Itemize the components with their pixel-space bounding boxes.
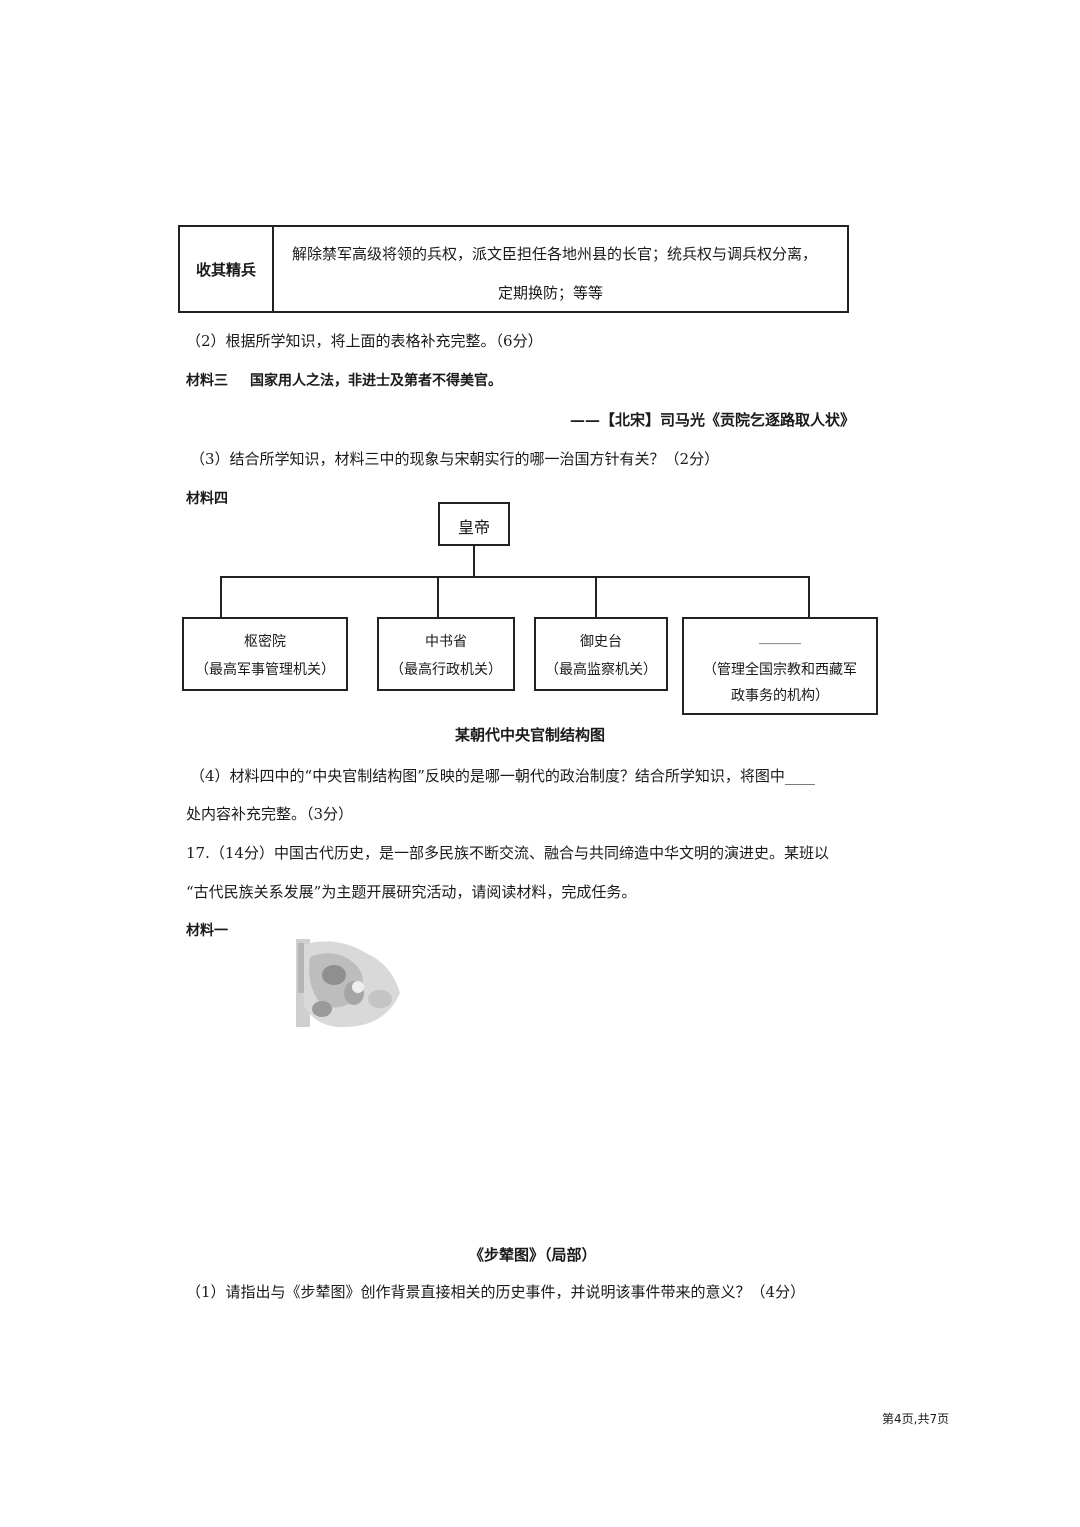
org-box-desc-line1: （管理全国宗教和西藏军 [703,662,857,678]
painting-image [296,939,400,1028]
table-content-line1: 解除禁军高级将领的兵权，派文臣担任各地州县的长官；统兵权与调兵权分离， [292,245,818,263]
emperor-label: 皇帝 [457,518,490,537]
org-box-name: 枢密院 [244,634,286,650]
emperor-box: 皇帝 [438,502,510,546]
org-box-desc: （最高行政机关） [390,662,502,678]
question-17-1: （1）请指出与《步辇图》创作背景直接相关的历史事件，并说明该事件带来的意义？（4… [186,1283,806,1301]
table-label-cell: 收其精兵 [180,227,274,311]
org-box-blank-name: ______ [759,629,801,645]
question-4-line2: 处内容补充完整。（3分） [186,805,354,823]
connector-drop-3 [595,576,597,617]
connector-drop-4 [808,576,810,617]
material3-source: ——【北宋】司马光《贡院乞逐路取人状》 [569,411,855,429]
policy-table: 收其精兵 解除禁军高级将领的兵权，派文臣担任各地州县的长官；统兵权与调兵权分离，… [178,225,849,313]
chart-caption: 某朝代中央官制结构图 [455,726,606,744]
org-box-privy-council: 枢密院 （最高军事管理机关） [182,617,348,691]
question-2: （2）根据所学知识，将上面的表格补充完整。（6分） [186,332,543,350]
org-box-desc-line2: 政事务的机构） [731,688,829,704]
org-box-name: 御史台 [580,634,622,650]
question-17-line1: 17.（14分）中国古代历史，是一部多民族不断交流、融合与共同缔造中华文明的演进… [186,844,829,862]
org-box-blank: ______ （管理全国宗教和西藏军 政事务的机构） [682,617,878,715]
material4-label: 材料四 [186,491,228,507]
material3-label: 材料三 [186,373,228,389]
org-box-secretariat: 中书省 （最高行政机关） [377,617,515,691]
page-footer: 第4页,共7页 [882,1412,950,1426]
table-content-line2: 定期换防；等等 [498,284,604,302]
question-3: （3）结合所学知识，材料三中的现象与宋朝实行的哪一治国方针有关？（2分） [190,450,720,468]
connector-drop-2 [437,576,439,617]
org-box-desc: （最高军事管理机关） [195,662,335,678]
question-17-line2: “古代民族关系发展”为主题开展研究活动，请阅读材料，完成任务。 [186,883,637,901]
org-box-censorate: 御史台 （最高监察机关） [534,617,668,691]
material1-label: 材料一 [186,923,228,939]
org-box-desc: （最高监察机关） [545,662,657,678]
connector-vertical [473,546,475,576]
question-4-line1: （4）材料四中的“中央官制结构图”反映的是哪一朝代的政治制度？结合所学知识，将图… [190,767,815,785]
org-box-name: 中书省 [425,634,467,650]
painting-caption: 《步辇图》（局部） [469,1246,597,1264]
connector-drop-1 [220,576,222,617]
material3-text: 国家用人之法，非进士及第者不得美官。 [250,373,502,389]
connector-horizontal [220,576,810,578]
